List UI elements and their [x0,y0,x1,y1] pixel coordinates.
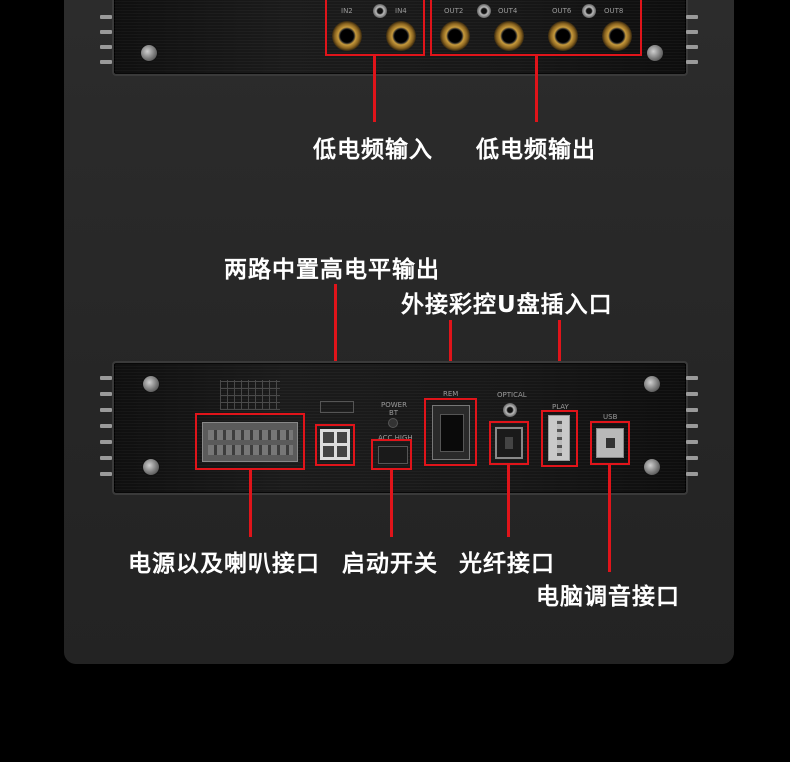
start-switch[interactable] [378,446,408,464]
screw [142,458,160,476]
heatsink-fin [686,30,698,34]
connector-pins [208,445,293,455]
heatsink-fin [686,15,698,19]
callout-line-center [334,284,337,424]
optical-label: OPTICAL [497,391,527,399]
screw [643,458,661,476]
heatsink-fin [686,456,698,460]
center-output-connector[interactable] [320,429,350,460]
heatsink-fin [686,424,698,428]
heatsink-fin [686,376,698,380]
connector-pin [323,446,334,457]
screw [140,44,158,62]
heatsink-fin [100,440,112,444]
power-speaker-connector[interactable] [202,422,298,462]
callout-line-rem [449,320,452,398]
heatsink-fin [686,472,698,476]
center-output-connector-box [315,424,355,466]
port-label-out2: OUT2 [444,7,464,15]
port-label-in2: IN2 [341,7,353,15]
play-usb-port-box [541,410,578,467]
rca-jack-out4 [494,21,524,51]
product-card [64,0,734,664]
heatsink-fin [100,472,112,476]
power-speaker-connector-box [195,413,305,470]
usb-tuning-port[interactable] [596,428,624,458]
pin-legend-grid [220,380,280,410]
callout-start-switch: 启动开关 [342,551,438,577]
port-label-out8: OUT8 [604,7,624,15]
start-switch-box [371,439,412,470]
callout-line-start-switch [390,470,393,537]
heatsink-fin [100,392,112,396]
heatsink-fin [100,15,112,19]
port-label-out4: OUT4 [498,7,518,15]
callout-pc-tuning: 电脑调音接口 [536,584,680,610]
callout-line-output [535,56,538,122]
low-level-output-box [430,0,642,56]
optical-port[interactable] [495,427,523,459]
rem-label: REM [443,390,459,398]
usb-label: USB [603,413,618,421]
low-level-input-box [325,0,425,56]
usb-tongue [557,420,562,456]
power-label: POWER [381,401,407,409]
connector-pin [336,432,347,443]
heatsink-fin [686,45,698,49]
rem-port-socket [440,414,464,452]
rca-jack-out6 [548,21,578,51]
power-led [388,418,398,428]
rca-jack-in2 [332,21,362,51]
acc-high-label: ACC HIGH [378,434,413,442]
screw [142,375,160,393]
usb-tuning-port-box [590,421,630,465]
play-label: PLAY [552,403,569,411]
callout-low-level-output: 低电频输出 [476,137,596,163]
play-usb-port[interactable] [548,415,570,461]
callout-line-usb [608,465,611,572]
rem-port-box [424,398,477,466]
callout-line-optical [507,465,510,537]
heatsink-fin [100,408,112,412]
heatsink-fin [100,30,112,34]
screw [643,375,661,393]
rem-port[interactable] [432,405,470,460]
connector-pin [336,446,347,457]
usb-b-socket [606,438,615,448]
callout-optical: 光纤接口 [459,551,555,577]
rca-jack-out2 [440,21,470,51]
heatsink-fin [686,60,698,64]
callout-usb-color-control: 外接彩控U盘插入口 [401,292,613,318]
callout-low-level-input: 低电频输入 [313,137,433,163]
heatsink-fin [100,424,112,428]
callout-center-high-level-output: 两路中置高电平输出 [224,257,440,283]
rca-jack-in4 [386,21,416,51]
input-selector-jack [373,4,387,18]
callout-line-input [373,56,376,122]
callout-power-speaker: 电源以及喇叭接口 [128,551,320,577]
connector-pins [208,430,293,440]
rca-jack-out8 [602,21,632,51]
heatsink-fin [100,376,112,380]
port-label-out6: OUT6 [552,7,572,15]
heatsink-fin [100,45,112,49]
optical-indicator [503,403,517,417]
output-selector-jack [477,4,491,18]
heatsink-fin [100,456,112,460]
heatsink-fin [686,392,698,396]
screw [646,44,664,62]
connector-pin [323,432,334,443]
port-label-in4: IN4 [395,7,407,15]
optical-port-box [489,421,529,465]
bt-label: BT [389,409,399,417]
heatsink-fin [100,60,112,64]
center-output-legend [320,401,354,413]
heatsink-fin [686,408,698,412]
callout-line-power-speaker [249,470,252,537]
output-selector-jack-2 [582,4,596,18]
heatsink-fin [686,440,698,444]
optical-port-shutter [505,437,513,449]
